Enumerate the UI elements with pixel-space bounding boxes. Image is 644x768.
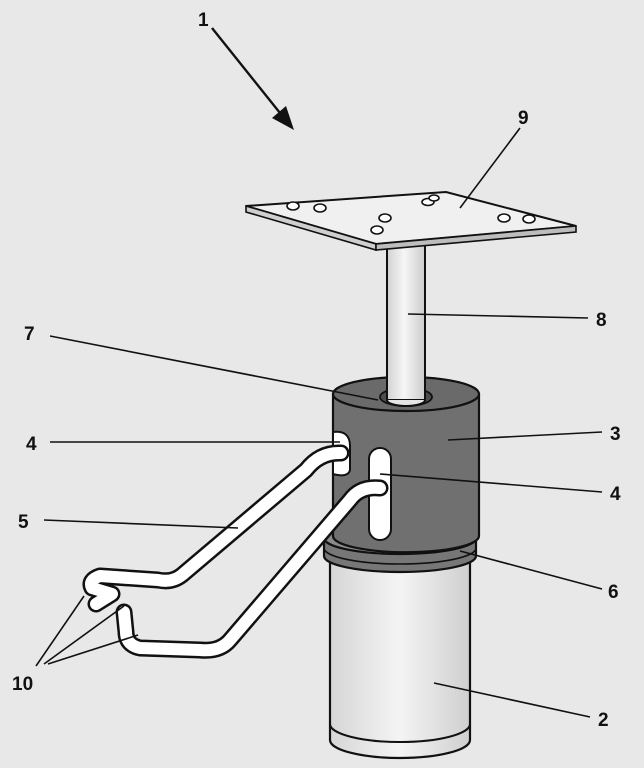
plate-holes [286,194,536,235]
label-9: 9 [518,108,529,129]
label-10: 10 [12,674,33,695]
label-5: 5 [18,512,29,533]
label-7: 7 [24,324,35,345]
overall-arrow [211,27,294,130]
label-1: 1 [198,10,209,31]
delivery-tubes [82,444,389,659]
label-3: 3 [610,424,621,445]
mounting-plate [245,190,577,252]
label-2: 2 [598,710,609,731]
vertical-rod [386,239,426,407]
leader-lines [35,127,603,718]
reference-numerals: 1 9 8 7 4 3 4 5 6 10 2 [12,10,621,731]
label-6: 6 [608,582,619,603]
label-8: 8 [596,310,607,331]
lower-cylinder [328,554,472,760]
label-4-right: 4 [610,484,621,505]
label-4-left: 4 [26,434,37,455]
